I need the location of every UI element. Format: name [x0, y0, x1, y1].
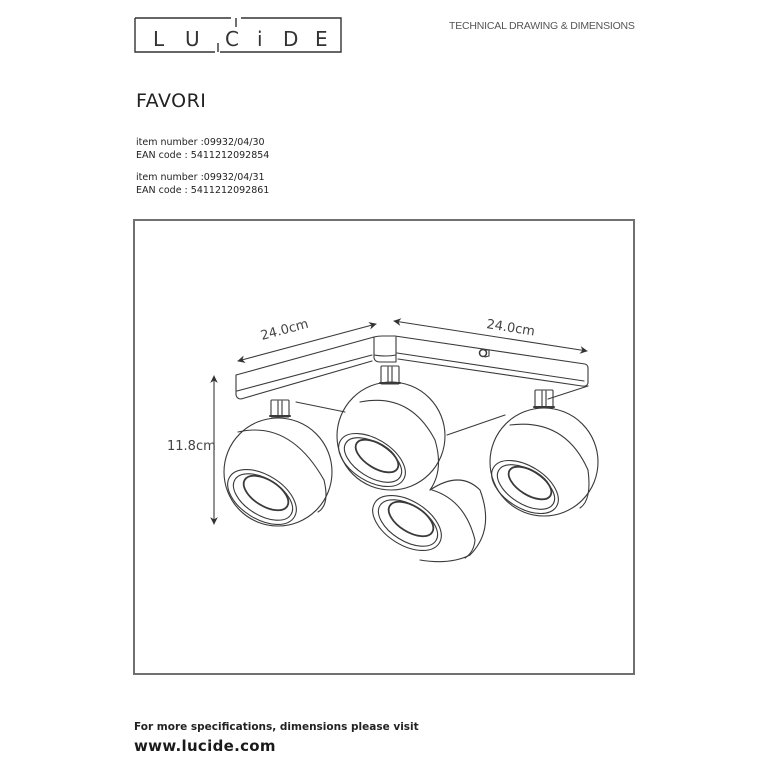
height-label: 11.8cm: [167, 439, 216, 454]
width-left-label: 24.0cm: [259, 317, 310, 344]
item-number-2: item number :09932/04/31: [136, 172, 265, 183]
logo-letter-d: D: [283, 27, 298, 51]
logo-letter-l: L: [153, 27, 165, 51]
item-number-1: item number :09932/04/30: [136, 137, 265, 148]
spot-right: [489, 389, 599, 517]
logo-letter-c: C: [225, 27, 239, 51]
lucide-logo: L U C i D E: [133, 14, 343, 54]
variant-codes-2: item number :09932/04/31 EAN code : 5411…: [136, 172, 269, 197]
lucide-logo-mark: L U C i D E: [134, 17, 342, 53]
base-plate: [235, 335, 589, 436]
product-title: FAVORI: [136, 90, 207, 112]
ean-code-1: EAN code : 5411212092854: [136, 149, 270, 161]
logo-letter-e: E: [315, 27, 328, 51]
spot-center-back: [336, 365, 446, 491]
logo-letter-i: i: [257, 27, 263, 51]
spot-front-bottom: [372, 479, 487, 563]
drawing-frame: [133, 219, 635, 675]
width-right-dimension-line: [393, 318, 588, 354]
width-left-dimension-line: [237, 322, 377, 363]
ean-code-2: EAN code : 5411212092861: [136, 184, 270, 196]
spot-left: [223, 399, 333, 527]
section-title: TECHNICAL DRAWING & DIMENSIONS: [449, 20, 635, 32]
variant-codes-1: item number :09932/04/30 EAN code : 5411…: [136, 137, 269, 162]
website-link[interactable]: www.lucide.com: [134, 737, 276, 755]
logo-letter-u: U: [185, 27, 200, 51]
footer-note: For more specifications, dimensions plea…: [134, 721, 419, 733]
